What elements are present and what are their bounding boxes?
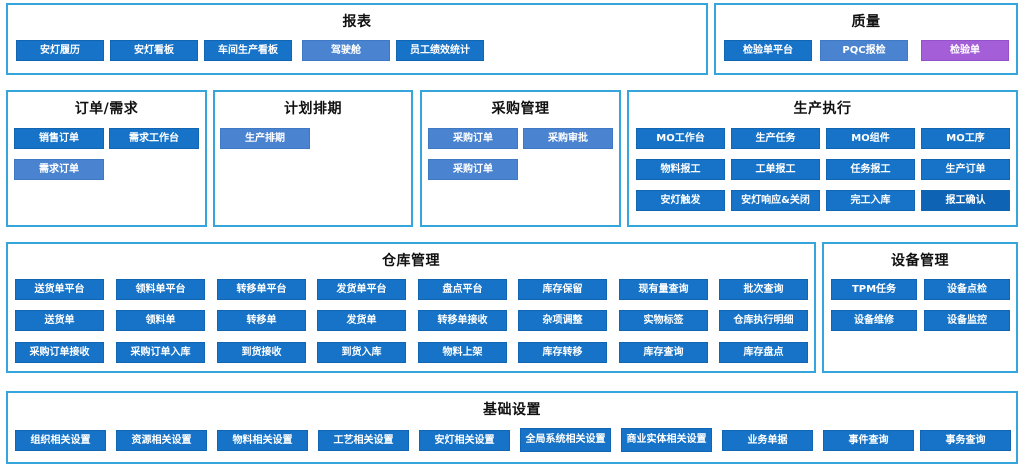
production-panel: 生产执行 MO工作台 生产任务 MO组件 MO工序 物料报工 工单报工 任务报工… — [627, 90, 1018, 227]
warehouse-po-receive-button[interactable]: 采购订单接收 — [15, 342, 104, 363]
basic-global-system-settings-button[interactable]: 全局系统相关设置 — [520, 428, 611, 452]
equipment-title: 设备管理 — [891, 253, 949, 269]
warehouse-panel: 仓库管理 送货单平台 领料单平台 转移单平台 发货单平台 盘点平台 库存保留 现… — [6, 242, 816, 373]
warehouse-arrival-stockin-button[interactable]: 到货入库 — [317, 342, 406, 363]
basic-title: 基础设置 — [483, 402, 541, 418]
warehouse-transfer-receive-button[interactable]: 转移单接收 — [418, 310, 507, 331]
warehouse-stock-count-button[interactable]: 库存盘点 — [719, 342, 808, 363]
basic-business-documents-button[interactable]: 业务单据 — [722, 430, 813, 451]
purchase-approval-button[interactable]: 采购审批 — [523, 128, 613, 149]
purchase-order-button[interactable]: 采购订单 — [428, 128, 518, 149]
warehouse-shipment-note-button[interactable]: 发货单 — [317, 310, 406, 331]
warehouse-transfer-platform-button[interactable]: 转移单平台 — [217, 279, 306, 300]
production-mo-workbench-button[interactable]: MO工作台 — [636, 128, 725, 149]
equipment-panel: 设备管理 TPM任务 设备点检 设备维修 设备监控 — [822, 242, 1018, 373]
basic-business-entity-settings-button[interactable]: 商业实体相关设置 — [621, 428, 712, 452]
production-mo-component-button[interactable]: MO组件 — [826, 128, 915, 149]
report-workshop-board-button[interactable]: 车间生产看板 — [204, 40, 292, 61]
production-andon-trigger-button[interactable]: 安灯触发 — [636, 190, 725, 211]
warehouse-transfer-note-button[interactable]: 转移单 — [217, 310, 306, 331]
warehouse-delivery-platform-button[interactable]: 送货单平台 — [15, 279, 104, 300]
quality-inspection-platform-button[interactable]: 检验单平台 — [724, 40, 812, 61]
quality-inspection-button[interactable]: 检验单 — [921, 40, 1009, 61]
purchase-title: 采购管理 — [491, 101, 550, 117]
equipment-monitor-button[interactable]: 设备监控 — [924, 310, 1010, 331]
production-title: 生产执行 — [793, 101, 852, 117]
quality-title: 质量 — [851, 14, 881, 30]
production-task-button[interactable]: 生产任务 — [731, 128, 820, 149]
report-panel: 报表 安灯履历 安灯看板 车间生产看板 驾驶舱 员工绩效统计 — [6, 3, 708, 75]
warehouse-stock-query-button[interactable]: 库存查询 — [619, 342, 708, 363]
report-andon-board-button[interactable]: 安灯看板 — [110, 40, 198, 61]
report-employee-performance-button[interactable]: 员工绩效统计 — [396, 40, 484, 61]
basic-org-settings-button[interactable]: 组织相关设置 — [15, 430, 106, 451]
warehouse-title: 仓库管理 — [382, 253, 440, 269]
warehouse-picking-note-button[interactable]: 领料单 — [116, 310, 205, 331]
order-sales-order-button[interactable]: 销售订单 — [14, 128, 104, 149]
basic-panel: 基础设置 组织相关设置 资源相关设置 物料相关设置 工艺相关设置 安灯相关设置 … — [6, 391, 1018, 464]
warehouse-stock-transfer-button[interactable]: 库存转移 — [518, 342, 607, 363]
production-completion-stockin-button[interactable]: 完工入库 — [826, 190, 915, 211]
warehouse-misc-adjust-button[interactable]: 杂项调整 — [518, 310, 607, 331]
basic-transaction-query-button[interactable]: 事务查询 — [920, 430, 1011, 451]
production-task-report-button[interactable]: 任务报工 — [826, 159, 915, 180]
warehouse-stock-reservation-button[interactable]: 库存保留 — [518, 279, 607, 300]
warehouse-shipment-platform-button[interactable]: 发货单平台 — [317, 279, 406, 300]
warehouse-physical-label-button[interactable]: 实物标签 — [619, 310, 708, 331]
warehouse-inventory-count-platform-button[interactable]: 盘点平台 — [418, 279, 507, 300]
equipment-spot-check-button[interactable]: 设备点检 — [924, 279, 1010, 300]
production-andon-response-button[interactable]: 安灯响应&关闭 — [731, 190, 820, 211]
basic-process-settings-button[interactable]: 工艺相关设置 — [318, 430, 409, 451]
order-title: 订单/需求 — [74, 101, 139, 117]
production-material-report-button[interactable]: 物料报工 — [636, 159, 725, 180]
basic-material-settings-button[interactable]: 物料相关设置 — [217, 430, 308, 451]
purchase-order-2-button[interactable]: 采购订单 — [428, 159, 518, 180]
basic-event-query-button[interactable]: 事件查询 — [823, 430, 914, 451]
warehouse-onhand-query-button[interactable]: 现有量查询 — [619, 279, 708, 300]
warehouse-arrival-receive-button[interactable]: 到货接收 — [217, 342, 306, 363]
order-panel: 订单/需求 销售订单 需求工作台 需求订单 — [6, 90, 207, 227]
quality-panel: 质量 检验单平台 PQC报检 检验单 — [714, 3, 1018, 75]
quality-pqc-button[interactable]: PQC报检 — [820, 40, 908, 61]
production-order-button[interactable]: 生产订单 — [921, 159, 1010, 180]
warehouse-picking-platform-button[interactable]: 领料单平台 — [116, 279, 205, 300]
basic-andon-settings-button[interactable]: 安灯相关设置 — [419, 430, 510, 451]
production-workorder-report-button[interactable]: 工单报工 — [731, 159, 820, 180]
plan-title: 计划排期 — [284, 101, 342, 117]
plan-panel: 计划排期 生产排期 — [213, 90, 413, 227]
equipment-tpm-task-button[interactable]: TPM任务 — [831, 279, 917, 300]
report-andon-history-button[interactable]: 安灯履历 — [16, 40, 104, 61]
order-demand-workbench-button[interactable]: 需求工作台 — [109, 128, 199, 149]
basic-resource-settings-button[interactable]: 资源相关设置 — [116, 430, 207, 451]
warehouse-batch-query-button[interactable]: 批次查询 — [719, 279, 808, 300]
warehouse-material-putaway-button[interactable]: 物料上架 — [418, 342, 507, 363]
purchase-panel: 采购管理 采购订单 采购审批 采购订单 — [420, 90, 621, 227]
warehouse-delivery-note-button[interactable]: 送货单 — [15, 310, 104, 331]
report-title: 报表 — [342, 14, 372, 30]
equipment-maintenance-button[interactable]: 设备维修 — [831, 310, 917, 331]
production-mo-operation-button[interactable]: MO工序 — [921, 128, 1010, 149]
warehouse-po-stockin-button[interactable]: 采购订单入库 — [116, 342, 205, 363]
warehouse-execution-detail-button[interactable]: 仓库执行明细 — [719, 310, 808, 331]
report-cockpit-button[interactable]: 驾驶舱 — [302, 40, 390, 61]
production-report-confirm-button[interactable]: 报工确认 — [921, 190, 1010, 211]
plan-production-schedule-button[interactable]: 生产排期 — [220, 128, 310, 149]
order-demand-order-button[interactable]: 需求订单 — [14, 159, 104, 180]
